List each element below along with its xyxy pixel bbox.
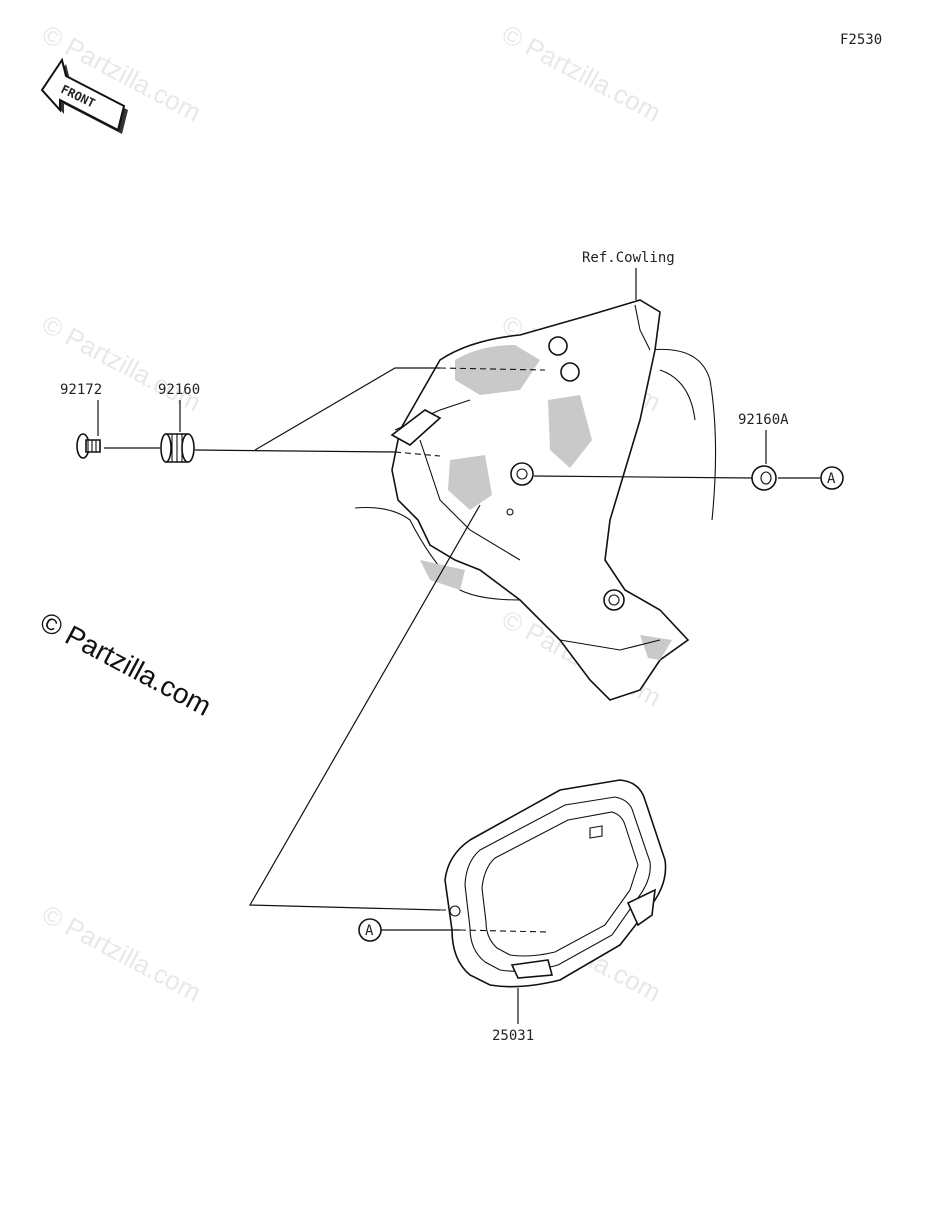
meter-part (444, 779, 667, 988)
assembly-dash-upper (439, 367, 546, 371)
callout-a-upper: A (820, 466, 844, 490)
screw-part (76, 433, 101, 459)
part-label-92160: 92160 (158, 382, 200, 398)
callout-a-text: A (827, 471, 836, 487)
diagram-code: F2530 (840, 32, 882, 48)
meter-bracket (390, 299, 690, 701)
bracket-to-grommet-a-line (533, 475, 753, 479)
watermark: © Partzilla.com (497, 19, 666, 128)
part-label-92160a: 92160A (738, 412, 789, 428)
callout-a-text: A (365, 923, 374, 939)
assembly-dash-lower (394, 451, 441, 457)
callout-a-lower: A (358, 918, 382, 942)
grommet-a-part (751, 465, 777, 491)
ref-cowling-label: Ref.Cowling (582, 250, 675, 266)
watermark: © Partzilla.com (37, 309, 206, 418)
grommet-to-bracket-line (194, 449, 396, 453)
cowling-outline (354, 348, 717, 601)
assembly-line-upper (254, 367, 440, 451)
part-label-92172: 92172 (60, 382, 102, 398)
watermark-main: © Partzilla.com (35, 606, 216, 722)
part-label-25031: 25031 (492, 1028, 534, 1044)
watermark: © Partzilla.com (37, 899, 206, 1008)
callout-a-lower-dash (459, 929, 549, 933)
assembly-line-to-meter (248, 504, 481, 911)
grommet-part (160, 433, 195, 463)
